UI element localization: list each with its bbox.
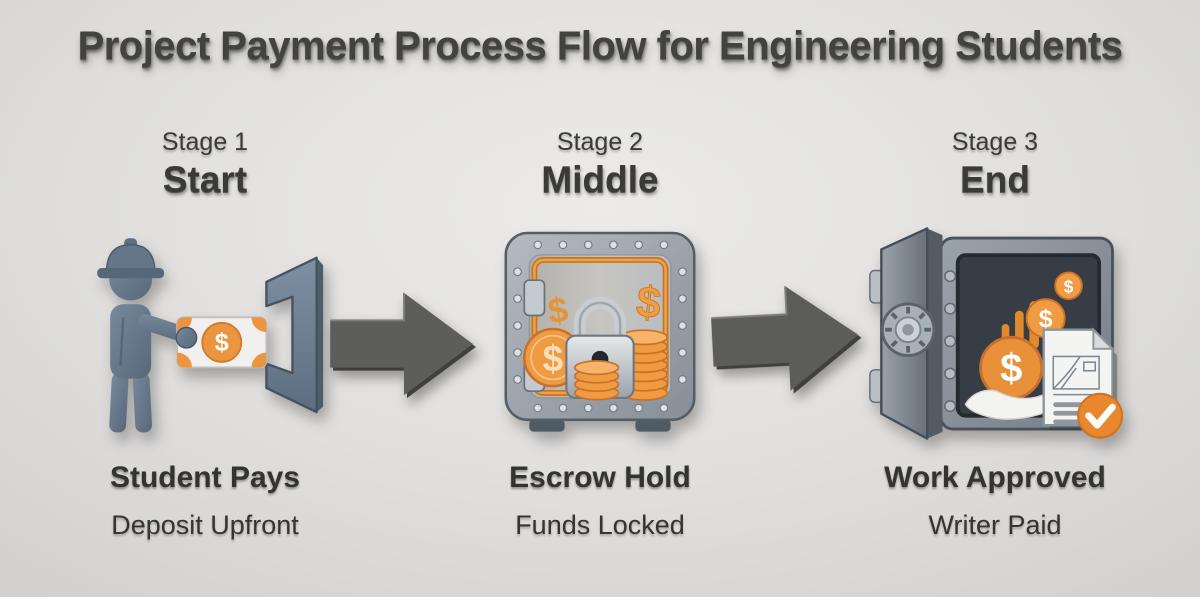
stage-heading: Escrow Hold <box>509 461 691 494</box>
page-title: Project Payment Process Flow for Enginee… <box>77 24 1123 68</box>
stage-icon-wrap: $ $ $ <box>450 213 750 455</box>
stage-column-end: Stage 3 End <box>845 128 1145 541</box>
stage-label: Stage 2 <box>556 128 644 156</box>
safe-body-icon <box>504 231 696 432</box>
open-safe-payout-icon: $ $ $ <box>869 227 1123 440</box>
stage-icon-wrap: $ $ $ <box>845 213 1145 455</box>
hard-hat-icon <box>96 238 164 279</box>
combination-dial-icon <box>880 302 936 357</box>
stage-name: Start <box>162 159 248 200</box>
dollar-sign: $ <box>1000 346 1022 390</box>
coin-stack-icon <box>573 360 620 401</box>
stage-heading: Work Approved <box>884 461 1106 494</box>
worker-deposit-banknote-icon: $ <box>96 238 323 433</box>
stage-column-start: Stage 1 Start <box>55 128 355 541</box>
dollar-sign: $ <box>1039 306 1053 333</box>
stage-subheading: Funds Locked <box>515 510 685 540</box>
dollar-sign: $ <box>214 329 228 357</box>
deposit-slot-icon <box>264 256 323 414</box>
stage-name: Middle <box>541 159 659 200</box>
holding-hand-icon <box>175 326 197 349</box>
dollar-sign: $ <box>543 338 564 379</box>
stage-column-middle: Stage 2 Middle <box>450 128 750 541</box>
locked-escrow-safe-icon: $ $ $ <box>504 231 696 432</box>
stage-subheading: Deposit Upfront <box>111 510 299 540</box>
flow-arrow-right-icon <box>709 272 868 411</box>
stage-subheading: Writer Paid <box>928 510 1062 540</box>
stage-heading: Student Pays <box>109 461 301 494</box>
approved-check-badge-icon <box>1077 392 1123 439</box>
banknote-icon: $ <box>175 316 267 369</box>
coin-icon: $ <box>1054 271 1083 301</box>
stage-label: Stage 1 <box>161 128 249 156</box>
stage-name: End <box>960 159 1030 200</box>
coin-icon: $ <box>979 335 1044 400</box>
student-figure-icon <box>96 238 197 433</box>
flow-arrow-right-icon <box>330 283 478 411</box>
dollar-sign: $ <box>634 277 663 328</box>
approved-document-icon <box>1042 327 1123 439</box>
rivets <box>513 240 687 413</box>
door-frame-bolts <box>944 270 957 413</box>
stage-label: Stage 3 <box>951 128 1039 156</box>
stage-icon-wrap: $ <box>55 213 355 455</box>
dollar-sign: $ <box>1064 276 1074 296</box>
safe-door-icon <box>869 227 943 440</box>
